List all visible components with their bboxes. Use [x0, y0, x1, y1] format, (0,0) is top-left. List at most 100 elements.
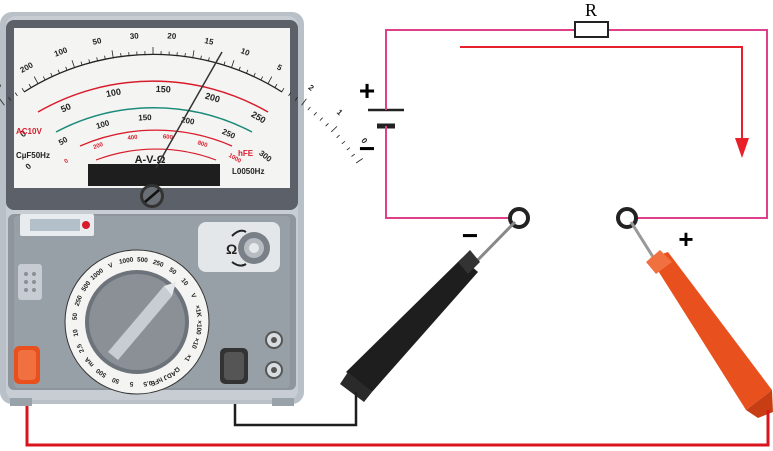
ohm-scale-ticks: [0, 47, 363, 164]
scale-tick: [325, 123, 329, 127]
current-direction-arrow: [460, 46, 743, 140]
dial-label: V: [107, 262, 114, 270]
resistor: [574, 21, 609, 38]
scale-tick: [28, 83, 32, 88]
label-cuf: CµF50Hz: [16, 151, 50, 160]
scale-tick: [57, 69, 60, 74]
scale-tick: [281, 87, 285, 92]
resistor-label: R: [585, 0, 597, 20]
circuit-wire: [385, 29, 575, 95]
transistor-socket[interactable]: [18, 264, 42, 300]
ohm-adjust-label: Ω: [226, 241, 237, 257]
scale-label: 0: [18, 128, 28, 139]
scale-tick: [260, 76, 264, 81]
terminal-positive-sign: +: [678, 224, 693, 254]
red-lead-wire: [25, 382, 770, 447]
scale-label: 1: [335, 108, 345, 118]
dial-label: 0.5: [142, 379, 152, 388]
scale-tick: [50, 72, 53, 77]
scale-tick: [111, 50, 114, 59]
dial-label: 50: [111, 375, 121, 384]
label-ac10v: AC10V: [16, 127, 42, 136]
scale-label: 0: [24, 161, 34, 171]
dial-label: ×10: [190, 337, 200, 350]
scale-tick: [8, 96, 12, 101]
scale-tick: [253, 72, 256, 77]
scale-label: 2: [307, 83, 316, 93]
label-l: L0050Hz: [232, 167, 264, 176]
scale-label: 150: [138, 113, 152, 123]
circuit-wire-right: [608, 29, 768, 219]
scale-tick: [341, 140, 346, 145]
scale-tick: [330, 126, 338, 133]
scale-label: 5: [275, 63, 284, 73]
hfe-scale-arc: [79, 129, 233, 147]
scale-tick: [238, 66, 241, 71]
dial-label: 250: [152, 259, 165, 269]
dial-label: 10: [72, 328, 80, 337]
label-hfe: hFE: [238, 149, 254, 158]
battery-plus-sign: +: [359, 75, 375, 106]
scale-tick: [319, 117, 323, 121]
scale-tick: [104, 55, 106, 60]
scale-tick: [21, 87, 25, 92]
scale-label: 50: [59, 101, 72, 114]
scale-tick: [71, 60, 75, 69]
dial-label: 50: [72, 312, 80, 320]
scale-tick: [351, 153, 356, 157]
red-probe: [629, 221, 773, 418]
scale-tick: [208, 57, 210, 62]
scale-label: 50: [92, 36, 103, 47]
circuit: R + − − +: [359, 0, 768, 254]
scale-label: 0: [64, 158, 71, 165]
scale-tick: [80, 61, 83, 66]
scale-label: 200: [180, 115, 195, 126]
dial-label: 10: [179, 277, 189, 287]
scale-base-strip: [88, 164, 220, 186]
dial-label: 50: [168, 266, 178, 276]
scale-label: 500: [0, 80, 3, 96]
dial-label: Ω: [173, 365, 181, 374]
scale-tick: [294, 96, 298, 101]
scale-tick: [65, 66, 68, 71]
scale-tick: [336, 134, 340, 139]
current-arrow-head: [735, 138, 749, 158]
scale-label: 400: [127, 135, 138, 142]
dial-label: 500: [137, 256, 149, 264]
black-probe: [340, 220, 517, 402]
scale-tick: [192, 50, 195, 59]
scale-tick: [120, 53, 122, 58]
indicator-led: [82, 221, 90, 229]
dc-scale-arc: [37, 80, 269, 113]
low-scale-arc: [95, 148, 217, 161]
scale-label: 100: [95, 118, 111, 130]
dial-label: 1000: [119, 256, 135, 265]
scale-tick: [33, 76, 39, 84]
scale-tick: [246, 69, 249, 74]
scale-tick: [96, 57, 98, 62]
terminal-negative-sign: −: [462, 220, 478, 251]
dial-label: 250: [74, 294, 84, 307]
scale-tick: [307, 106, 311, 111]
dial-label: 2.5: [76, 342, 86, 353]
scale-tick: [267, 76, 273, 84]
circuit-wire-left: [385, 150, 509, 219]
scale-label: 150: [156, 84, 172, 95]
battery-minus-sign: −: [359, 133, 375, 164]
scale-tick: [346, 147, 351, 151]
scale-tick: [313, 112, 317, 116]
scale-label: 200: [204, 91, 221, 105]
scale-tick: [288, 92, 292, 97]
scale-tick: [223, 61, 226, 66]
scale-tick: [274, 83, 278, 88]
scale-tick: [184, 53, 186, 58]
dial-label: ×1K: [193, 305, 202, 318]
scale-label: 20: [167, 31, 177, 41]
scale-label: 15: [204, 36, 215, 47]
multimeter: ∞1k50020010050302015105210 0501001502002…: [0, 12, 369, 406]
scale-label: 30: [129, 31, 139, 41]
dial-label: V: [189, 292, 197, 299]
scale-tick: [355, 158, 363, 164]
dial-label: 5: [129, 380, 134, 387]
